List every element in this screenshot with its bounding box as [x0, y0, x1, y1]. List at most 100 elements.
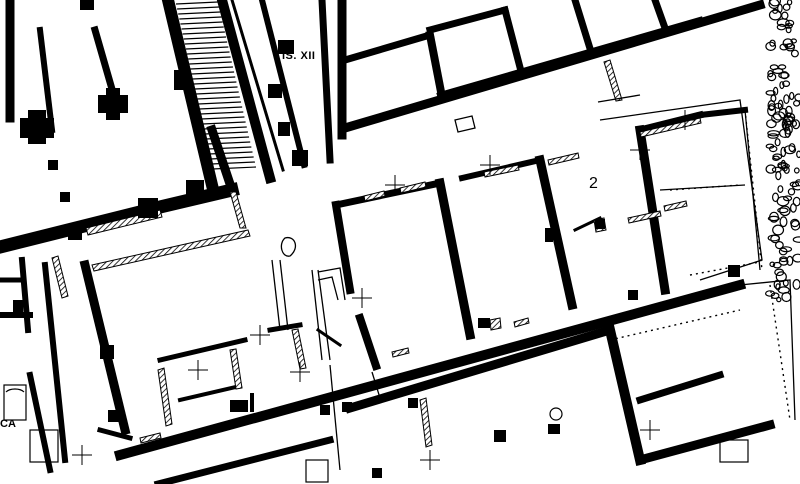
stair-tread — [190, 66, 233, 70]
rubble-stone — [780, 159, 787, 170]
rubble-stone — [792, 253, 800, 263]
dotted-lines — [609, 109, 791, 421]
fixtures — [3, 384, 749, 483]
rubble-stone — [787, 188, 796, 196]
rubble-stone — [786, 0, 793, 6]
insula-label: IS. XII — [282, 50, 316, 62]
rubble-stone — [775, 241, 784, 250]
rubble-area — [764, 0, 800, 303]
rubble-stone — [770, 94, 777, 103]
rubble-stone — [769, 261, 776, 268]
rubble-stone — [781, 11, 789, 20]
rubble-stone — [782, 3, 791, 11]
rubble-stone — [792, 236, 800, 243]
rubble-stone — [789, 181, 800, 188]
rubble-stone — [772, 155, 780, 161]
stair-tread — [175, 1, 219, 5]
rubble-stone — [767, 133, 779, 139]
rubble-stone — [785, 26, 792, 34]
rubble-stone — [779, 216, 788, 228]
rubble-stone — [780, 246, 793, 253]
stair-tread — [210, 156, 254, 160]
rubble-stone — [790, 203, 797, 213]
stair-tread — [196, 96, 240, 100]
rubble-stone — [782, 195, 793, 202]
rubble-stone — [790, 49, 799, 58]
rubble-stone — [765, 164, 777, 174]
stair-tread — [186, 51, 230, 55]
rubble-stone — [790, 38, 798, 44]
rubble-stone — [771, 192, 779, 203]
pillars — [13, 0, 740, 478]
stair-tread — [203, 126, 247, 130]
rubble-stone — [779, 256, 788, 263]
rubble-stone — [794, 179, 800, 187]
stair-tread — [179, 16, 222, 20]
rubble-stone — [776, 296, 782, 303]
stair-tread — [185, 46, 229, 50]
stair-tread — [212, 166, 256, 170]
rubble-stone — [767, 105, 777, 117]
stair-tread — [193, 81, 237, 85]
stair-tread — [182, 31, 225, 35]
stair-tread — [188, 56, 231, 60]
rubble-stone — [776, 23, 787, 31]
rubble-stone — [792, 196, 800, 207]
stair-tread — [178, 11, 221, 15]
rubble-stone — [775, 170, 782, 181]
staircase — [175, 1, 256, 170]
stair-tread — [199, 106, 243, 110]
hatched-walls — [51, 59, 702, 448]
rubble-stone — [777, 207, 789, 214]
rubble-stone — [777, 185, 784, 194]
stair-tread — [204, 131, 248, 135]
survey-markers — [20, 110, 695, 470]
rubble-stone — [784, 124, 793, 135]
rubble-stone — [772, 261, 782, 269]
stair-tread — [205, 136, 250, 140]
rubble-stone — [794, 93, 800, 102]
rubble-stone — [772, 111, 786, 121]
rubble-stone — [766, 119, 777, 129]
stair-tread — [183, 36, 227, 40]
rubble-stone — [777, 163, 790, 169]
rubble-stone — [777, 64, 787, 70]
room-number-label: 2 — [589, 175, 598, 192]
stair-tread — [202, 121, 246, 125]
rubble-stone — [788, 143, 796, 153]
rubble-stone — [793, 100, 800, 107]
rubble-stone — [769, 39, 776, 47]
stair-tread — [206, 141, 251, 145]
stair-tread — [177, 6, 220, 10]
edge-fragment-label: CA — [0, 418, 16, 430]
rubble-stone — [772, 67, 784, 74]
stair-tread — [207, 146, 252, 150]
rubble-stone — [781, 291, 792, 303]
rubble-stone — [774, 138, 781, 147]
stair-tread — [192, 76, 236, 80]
rubble-stone — [789, 91, 795, 101]
stair-tread — [180, 21, 223, 25]
rubble-stone — [765, 90, 776, 96]
stair-tread — [200, 111, 244, 115]
rubble-stone — [765, 41, 777, 52]
rubble-stone — [768, 9, 782, 21]
rubble-stone — [779, 81, 785, 90]
rubble-stone — [793, 167, 800, 174]
rubble-stone — [796, 150, 800, 159]
rubble-stone — [783, 166, 790, 174]
rubble-stone — [772, 8, 778, 14]
rubble-stone — [772, 224, 785, 236]
stair-tread — [181, 26, 224, 30]
stair-tread — [191, 71, 235, 75]
rubble-stone — [792, 279, 800, 290]
rubble-stone — [767, 215, 780, 222]
wall-lines — [0, 0, 776, 484]
stair-tread — [197, 101, 242, 105]
rubble-stone — [778, 71, 790, 79]
rubble-stone — [768, 145, 778, 153]
rubble-stone — [782, 115, 795, 122]
rubble-stone — [785, 19, 795, 27]
rubble-stone — [771, 166, 782, 173]
rubble-stone — [778, 257, 789, 266]
